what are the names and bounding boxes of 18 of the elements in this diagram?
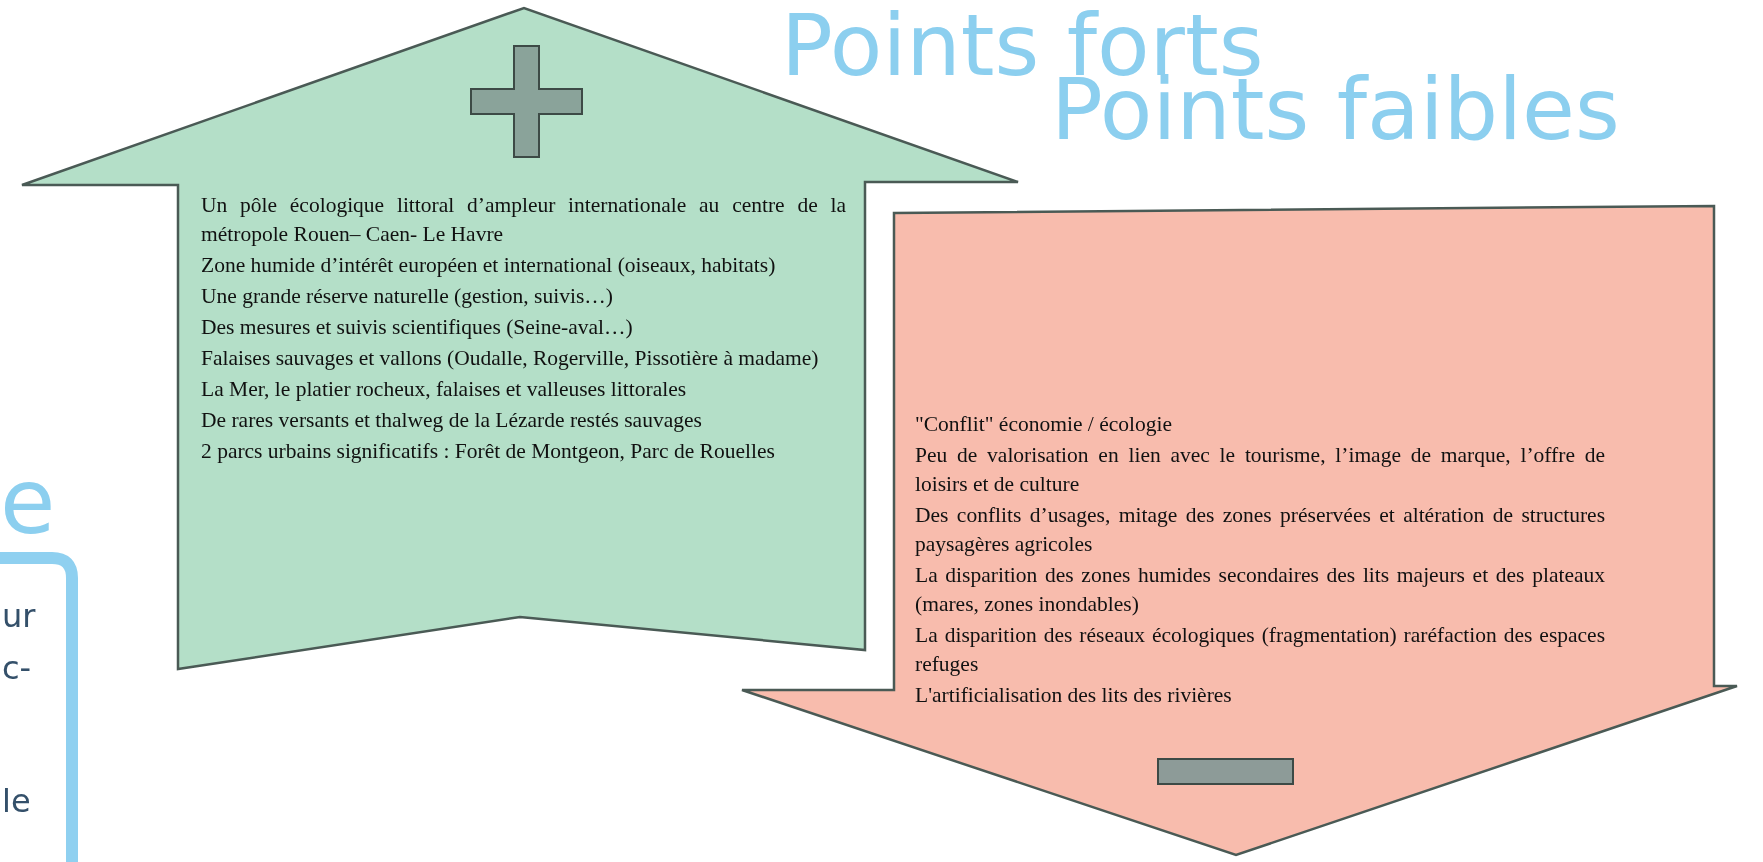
text-fragment: ur	[2, 600, 36, 632]
weakness-item: Des conflits d’usages, mitage des zones préservées et altération de structures paysagères agricoles	[915, 502, 1605, 558]
strength-item: Des mesures et suivis scientifiques (Seine-aval…)	[201, 314, 634, 341]
strength-item: De rares versants et thalweg de la Lézarde restés sauvages	[201, 407, 703, 434]
heading-fragment: e	[0, 450, 56, 554]
strength-item: 2 parcs urbains significatifs : Forêt de Montgeon, Parc de Rouelles	[201, 438, 776, 465]
weakness-item: La disparition des zones humides secondaires des lits majeurs et des plateaux (mares, zones inondables)	[915, 562, 1605, 618]
weakness-item: "Conflit" économie / écologie	[915, 411, 1173, 438]
strength-item: Zone humide d’intérêt européen et international (oiseaux, habitats)	[201, 252, 777, 279]
weakness-item: La disparition des réseaux écologiques (fragmentation) raréfaction des espaces refuges	[915, 622, 1605, 678]
text-fragment: c-	[2, 652, 32, 684]
strength-item: La Mer, le platier rocheux, falaises et valleuses littorales	[201, 376, 688, 403]
strength-item: Une grande réserve naturelle (gestion, suivis…)	[201, 283, 614, 310]
text-fragment: le	[2, 785, 31, 817]
strength-item: Falaises sauvages et vallons (Oudalle, Rogerville, Pissotière à madame)	[201, 345, 820, 372]
weakness-item: L'artificialisation des lits des rivières	[915, 682, 1233, 709]
weakness-item: Peu de valorisation en lien avec le tourisme, l’image de marque, l’offre de loisirs et de culture	[915, 442, 1605, 498]
strength-item: Un pôle écologique littoral d’ampleur internationale au centre de la métropole Rouen– Caen- Le Havre	[201, 192, 846, 248]
